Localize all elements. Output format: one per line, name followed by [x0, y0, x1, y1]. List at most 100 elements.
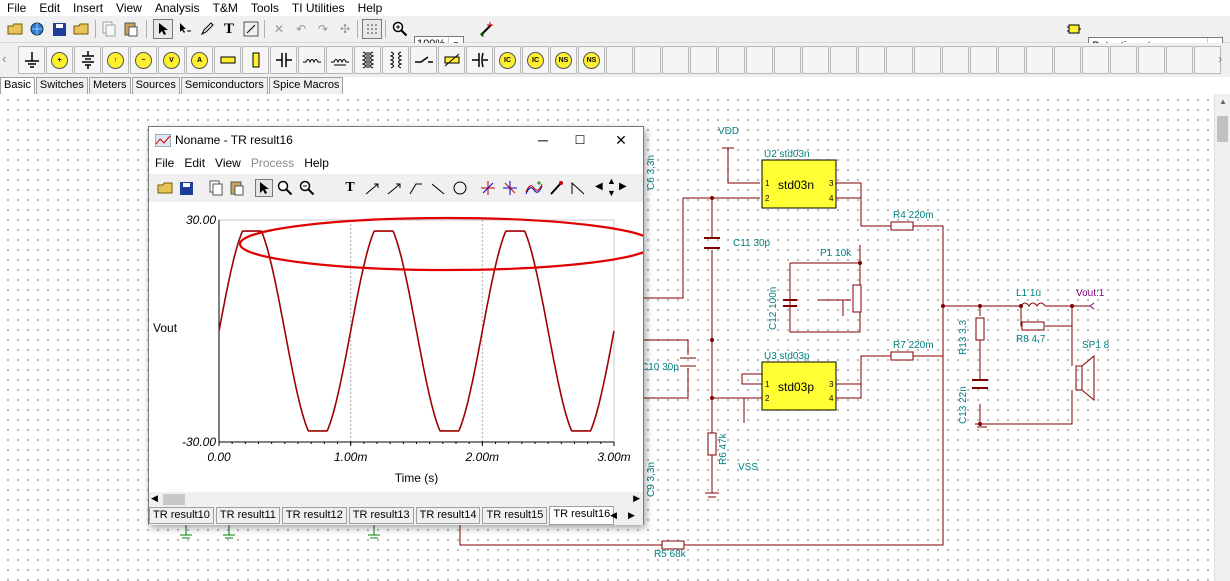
empty-palette-slot[interactable] — [914, 46, 941, 74]
result-tab[interactable]: TR result16 — [549, 506, 615, 525]
transformer2-icon[interactable] — [382, 46, 409, 74]
empty-palette-slot[interactable] — [1194, 46, 1221, 74]
ic-meter-icon[interactable]: IC — [494, 46, 521, 74]
inductor-icon[interactable] — [298, 46, 325, 74]
toolbar-scroll-arrows[interactable]: ▲▼ — [607, 176, 616, 198]
canvas-vertical-scrollbar[interactable]: ▲ — [1214, 94, 1230, 581]
empty-palette-slot[interactable] — [802, 46, 829, 74]
open-icon[interactable] — [156, 179, 174, 197]
empty-palette-slot[interactable] — [690, 46, 717, 74]
tab-basic[interactable]: Basic — [0, 77, 35, 94]
voltage-source-icon[interactable]: + — [46, 46, 73, 74]
result-tab[interactable]: TR result11 — [215, 507, 280, 524]
resistor-icon[interactable] — [214, 46, 241, 74]
curves-icon[interactable] — [525, 179, 543, 197]
step-icon[interactable] — [569, 179, 587, 197]
delete-icon[interactable]: ✕ — [273, 22, 285, 36]
window-menu-file[interactable]: File — [155, 156, 175, 170]
redo-icon[interactable]: ↷ — [317, 22, 329, 36]
tabs-scroll-left[interactable]: ◀ — [610, 510, 617, 520]
menu-insert[interactable]: Insert — [73, 1, 104, 15]
tab-switches[interactable]: Switches — [35, 77, 88, 94]
paste-icon[interactable] — [228, 179, 246, 197]
tab-spice-macros[interactable]: Spice Macros — [268, 77, 344, 94]
text-icon[interactable]: T — [345, 180, 355, 195]
move-icon[interactable]: ✣ — [339, 22, 351, 36]
line-label-icon[interactable] — [407, 179, 425, 197]
window-horizontal-scrollbar[interactable]: ◀ ▶ — [149, 492, 643, 507]
menu-analysis[interactable]: Analysis — [154, 1, 200, 15]
empty-palette-slot[interactable] — [746, 46, 773, 74]
empty-palette-slot[interactable] — [1166, 46, 1193, 74]
result-tab[interactable]: TR result12 — [281, 507, 347, 524]
ns-meter2-icon[interactable]: NS — [578, 46, 605, 74]
tab-meters[interactable]: Meters — [88, 77, 131, 94]
ic-meter2-icon[interactable]: IC — [522, 46, 549, 74]
probe-icon[interactable] — [477, 19, 497, 39]
save-icon[interactable] — [49, 19, 69, 39]
cursor-a-icon[interactable] — [479, 179, 497, 197]
battery-icon[interactable] — [74, 46, 101, 74]
text-icon[interactable]: T — [223, 20, 234, 37]
text-tool-icon[interactable] — [241, 19, 261, 39]
empty-palette-slot[interactable] — [1054, 46, 1081, 74]
wire-pointer-icon[interactable] — [175, 19, 195, 39]
empty-palette-slot[interactable] — [830, 46, 857, 74]
empty-palette-slot[interactable] — [662, 46, 689, 74]
window-menu-edit[interactable]: Edit — [184, 156, 206, 170]
save-icon[interactable] — [177, 179, 195, 197]
empty-palette-slot[interactable] — [634, 46, 661, 74]
close-button[interactable]: ✕ — [615, 132, 627, 148]
circle-icon[interactable] — [451, 179, 469, 197]
open-icon[interactable] — [5, 19, 25, 39]
empty-palette-slot[interactable] — [942, 46, 969, 74]
zoom-in-icon[interactable] — [276, 179, 294, 197]
polarized-capacitor-icon[interactable] — [466, 46, 493, 74]
empty-palette-slot[interactable] — [886, 46, 913, 74]
pointer-icon[interactable] — [153, 19, 173, 39]
empty-palette-slot[interactable] — [1110, 46, 1137, 74]
ground-icon[interactable] — [18, 46, 45, 74]
ammeter-icon[interactable]: A — [186, 46, 213, 74]
toolbar-scroll-left[interactable]: ◀ — [595, 181, 603, 192]
menu-edit[interactable]: Edit — [39, 1, 61, 15]
empty-palette-slot[interactable] — [718, 46, 745, 74]
window-titlebar[interactable]: Noname - TR result16 ─ ☐ ✕ — [149, 127, 643, 154]
palette-right-arrow[interactable]: › — [1218, 51, 1223, 66]
toolbar-scroll-right[interactable]: ▶ — [619, 181, 627, 192]
open-folder-icon[interactable] — [71, 19, 91, 39]
menu-view[interactable]: View — [116, 1, 142, 15]
paste-icon[interactable] — [121, 19, 141, 39]
empty-palette-slot[interactable] — [998, 46, 1025, 74]
tab-sources[interactable]: Sources — [131, 77, 180, 94]
empty-palette-slot[interactable] — [858, 46, 885, 74]
minimize-button[interactable]: ─ — [538, 132, 548, 148]
variable-resistor-icon[interactable] — [438, 46, 465, 74]
result-tab[interactable]: TR result14 — [415, 507, 481, 524]
curve-label2-icon[interactable] — [385, 179, 403, 197]
window-menu-view[interactable]: View — [215, 156, 241, 170]
maximize-button[interactable]: ☐ — [574, 133, 586, 147]
pencil-icon[interactable] — [197, 19, 217, 39]
vertical-resistor-icon[interactable] — [242, 46, 269, 74]
result-tab[interactable]: TR result13 — [348, 507, 414, 524]
curve-label-icon[interactable] — [363, 179, 381, 197]
generator-icon[interactable]: ~ — [130, 46, 157, 74]
copy-icon[interactable] — [207, 179, 225, 197]
empty-palette-slot[interactable] — [970, 46, 997, 74]
cursor-b-icon[interactable] — [501, 179, 519, 197]
place-component-icon[interactable] — [1064, 19, 1084, 39]
grid-icon[interactable] — [362, 19, 382, 39]
menu-ti-utilities[interactable]: TI Utilities — [291, 1, 345, 15]
current-source-icon[interactable]: ↑ — [102, 46, 129, 74]
empty-palette-slot[interactable] — [606, 46, 633, 74]
menu-tools[interactable]: Tools — [250, 1, 279, 15]
window-menu-help[interactable]: Help — [304, 156, 329, 170]
result-tab[interactable]: TR result10 — [149, 507, 214, 524]
menu-help[interactable]: Help — [357, 1, 383, 15]
tab-semiconductors[interactable]: Semiconductors — [180, 77, 268, 94]
result-tab[interactable]: TR result15 — [482, 507, 548, 524]
tabs-scroll-right[interactable]: ▶ — [628, 510, 635, 520]
marker-icon[interactable] — [547, 179, 565, 197]
